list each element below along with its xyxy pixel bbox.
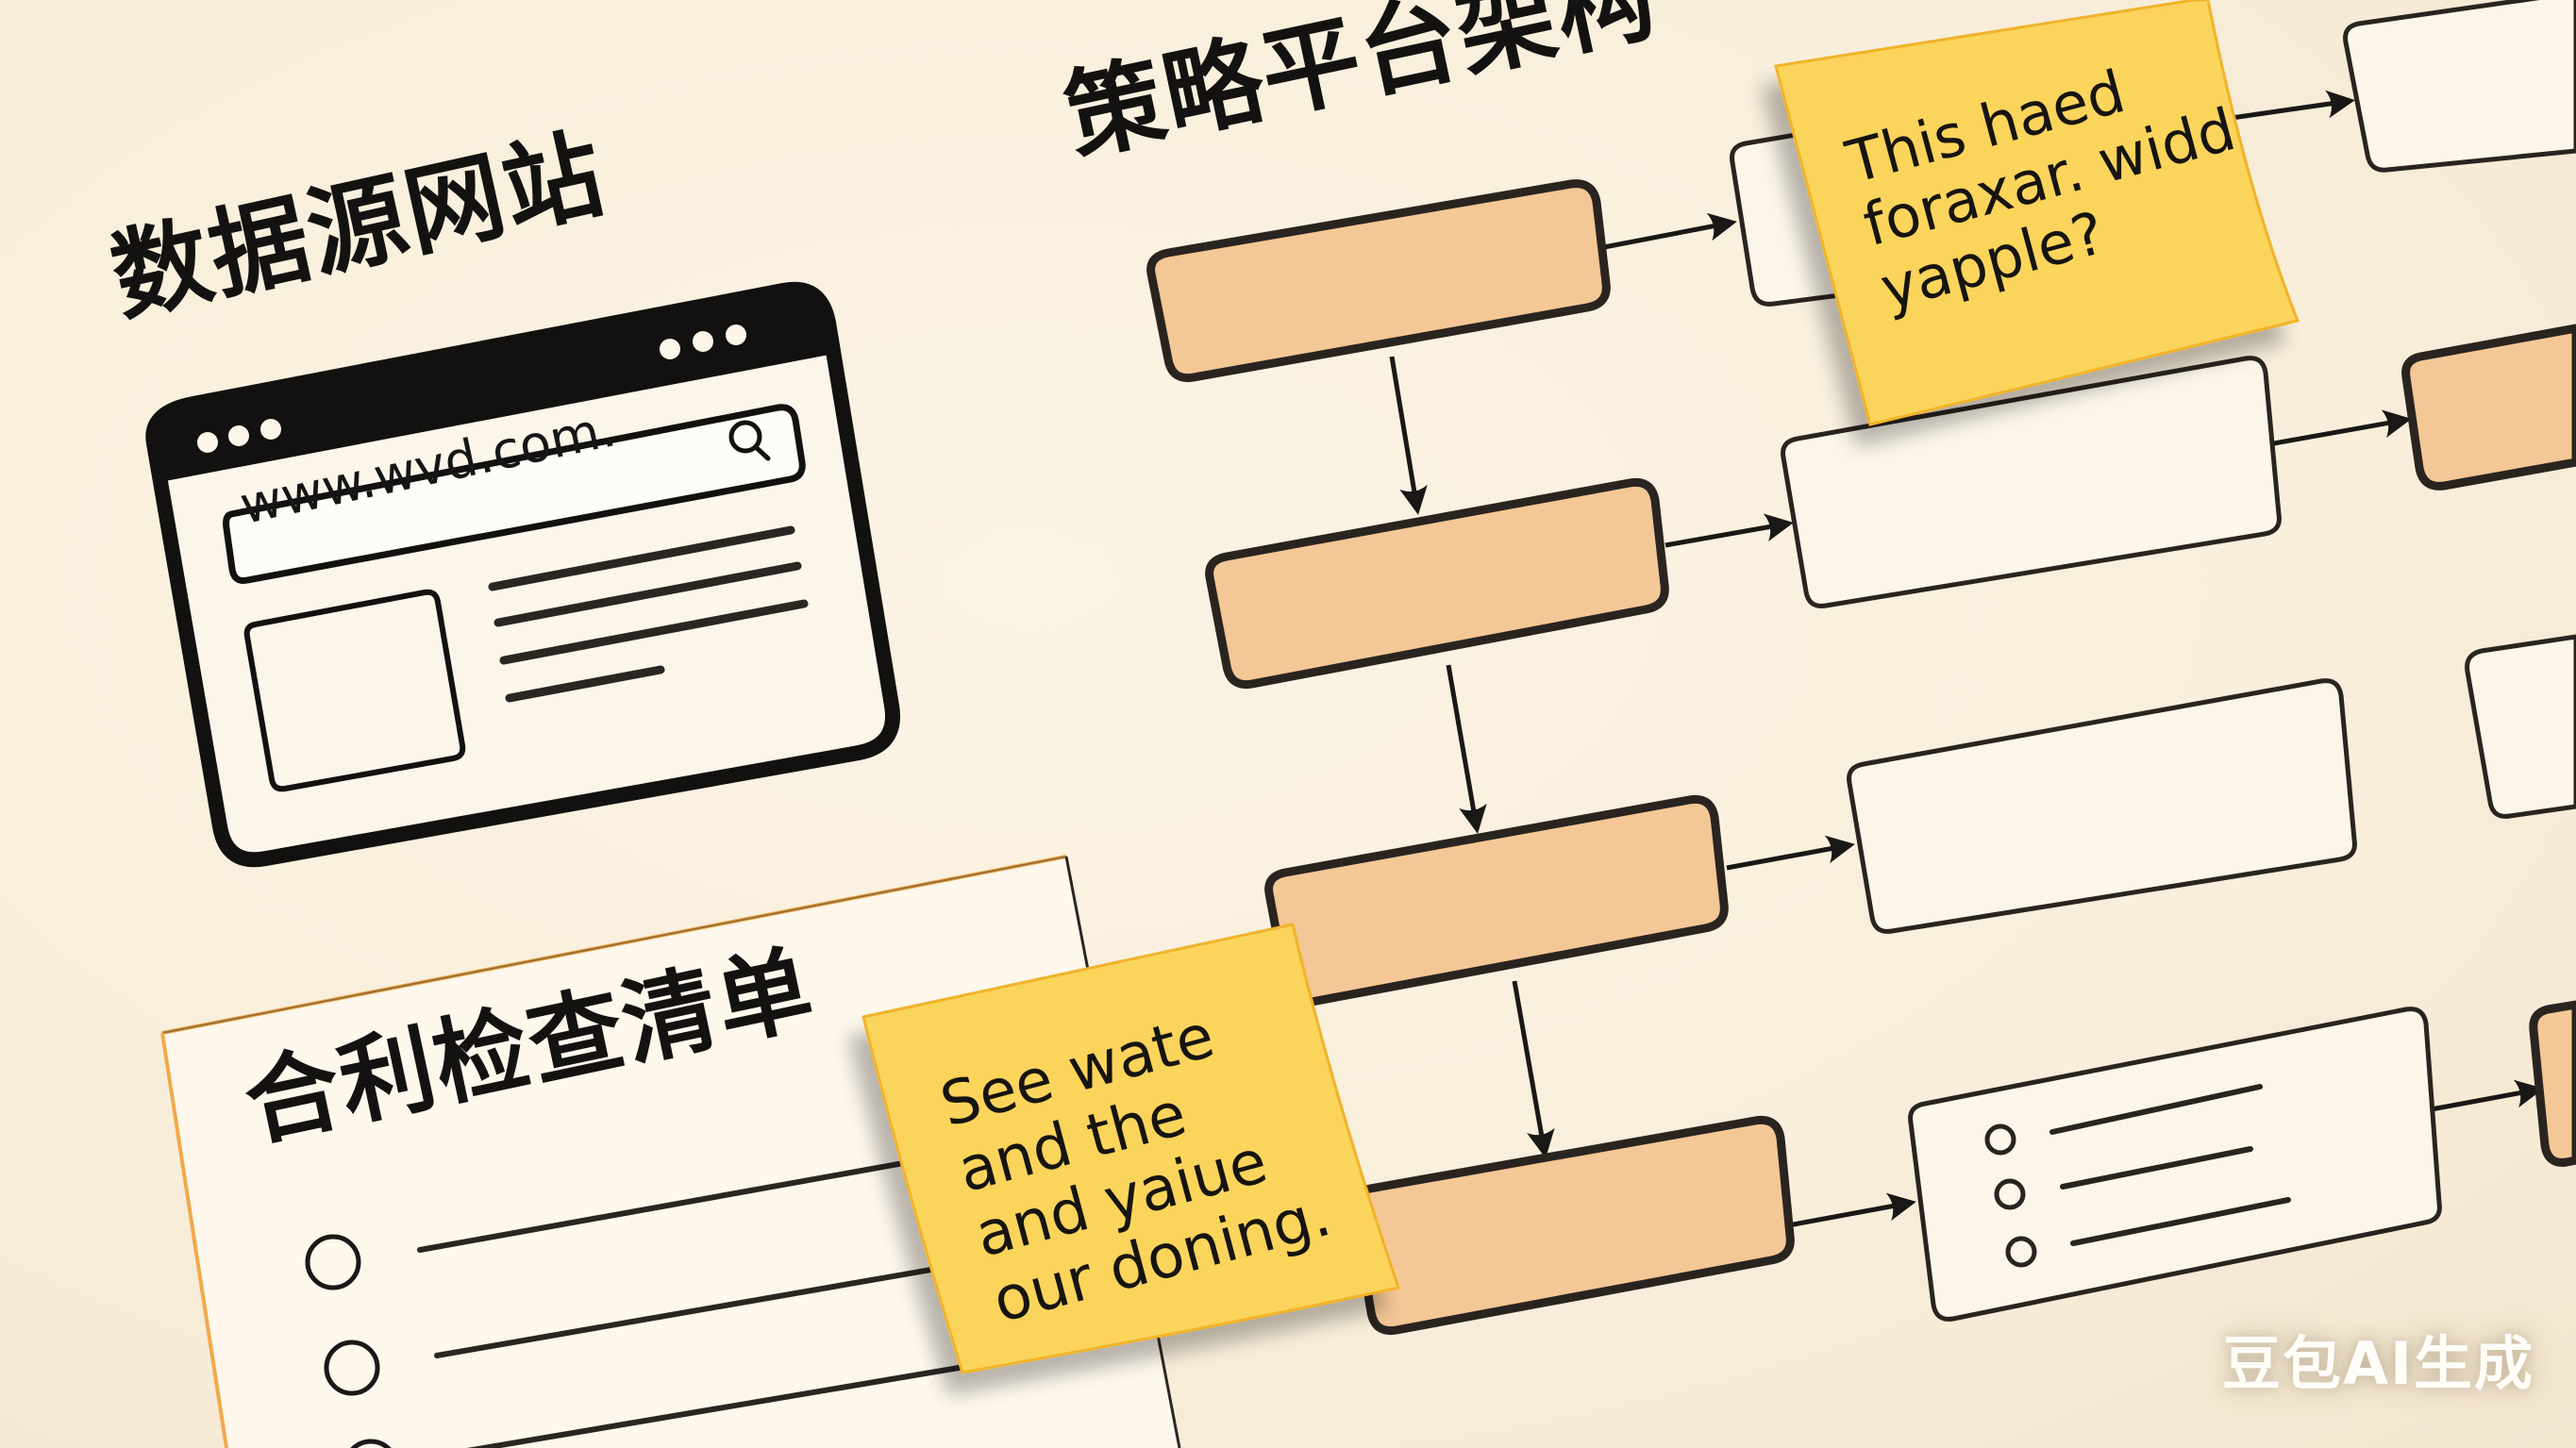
branch-box-3 [1847,678,2357,934]
sticky-note-top-shape [1774,0,2300,426]
branch-box-checklist [1984,1084,2291,1268]
search-icon [728,420,771,461]
main-box-1 [1146,179,1611,383]
checkbox-2 [324,1340,380,1396]
main-box-2 [1205,477,1669,690]
flow-connectors [1389,90,2544,1229]
main-box-3 [1264,794,1729,1007]
branch-box-6 [2465,634,2576,819]
right-orange-box-1 [2401,324,2576,491]
sticky-note-bottom-shape [861,923,1400,1374]
branch-box-2 [1781,356,2282,608]
checkbox-1 [305,1234,361,1290]
main-box-4 [1349,1115,1795,1336]
watermark: 豆包AI生成 [2222,1329,2535,1398]
flow-main-boxes [1146,179,2576,1336]
branch-box-5 [2343,0,2576,173]
right-orange-box-2 [2529,1000,2576,1167]
checkbox-3 [350,1439,392,1448]
browser-window [145,281,900,868]
